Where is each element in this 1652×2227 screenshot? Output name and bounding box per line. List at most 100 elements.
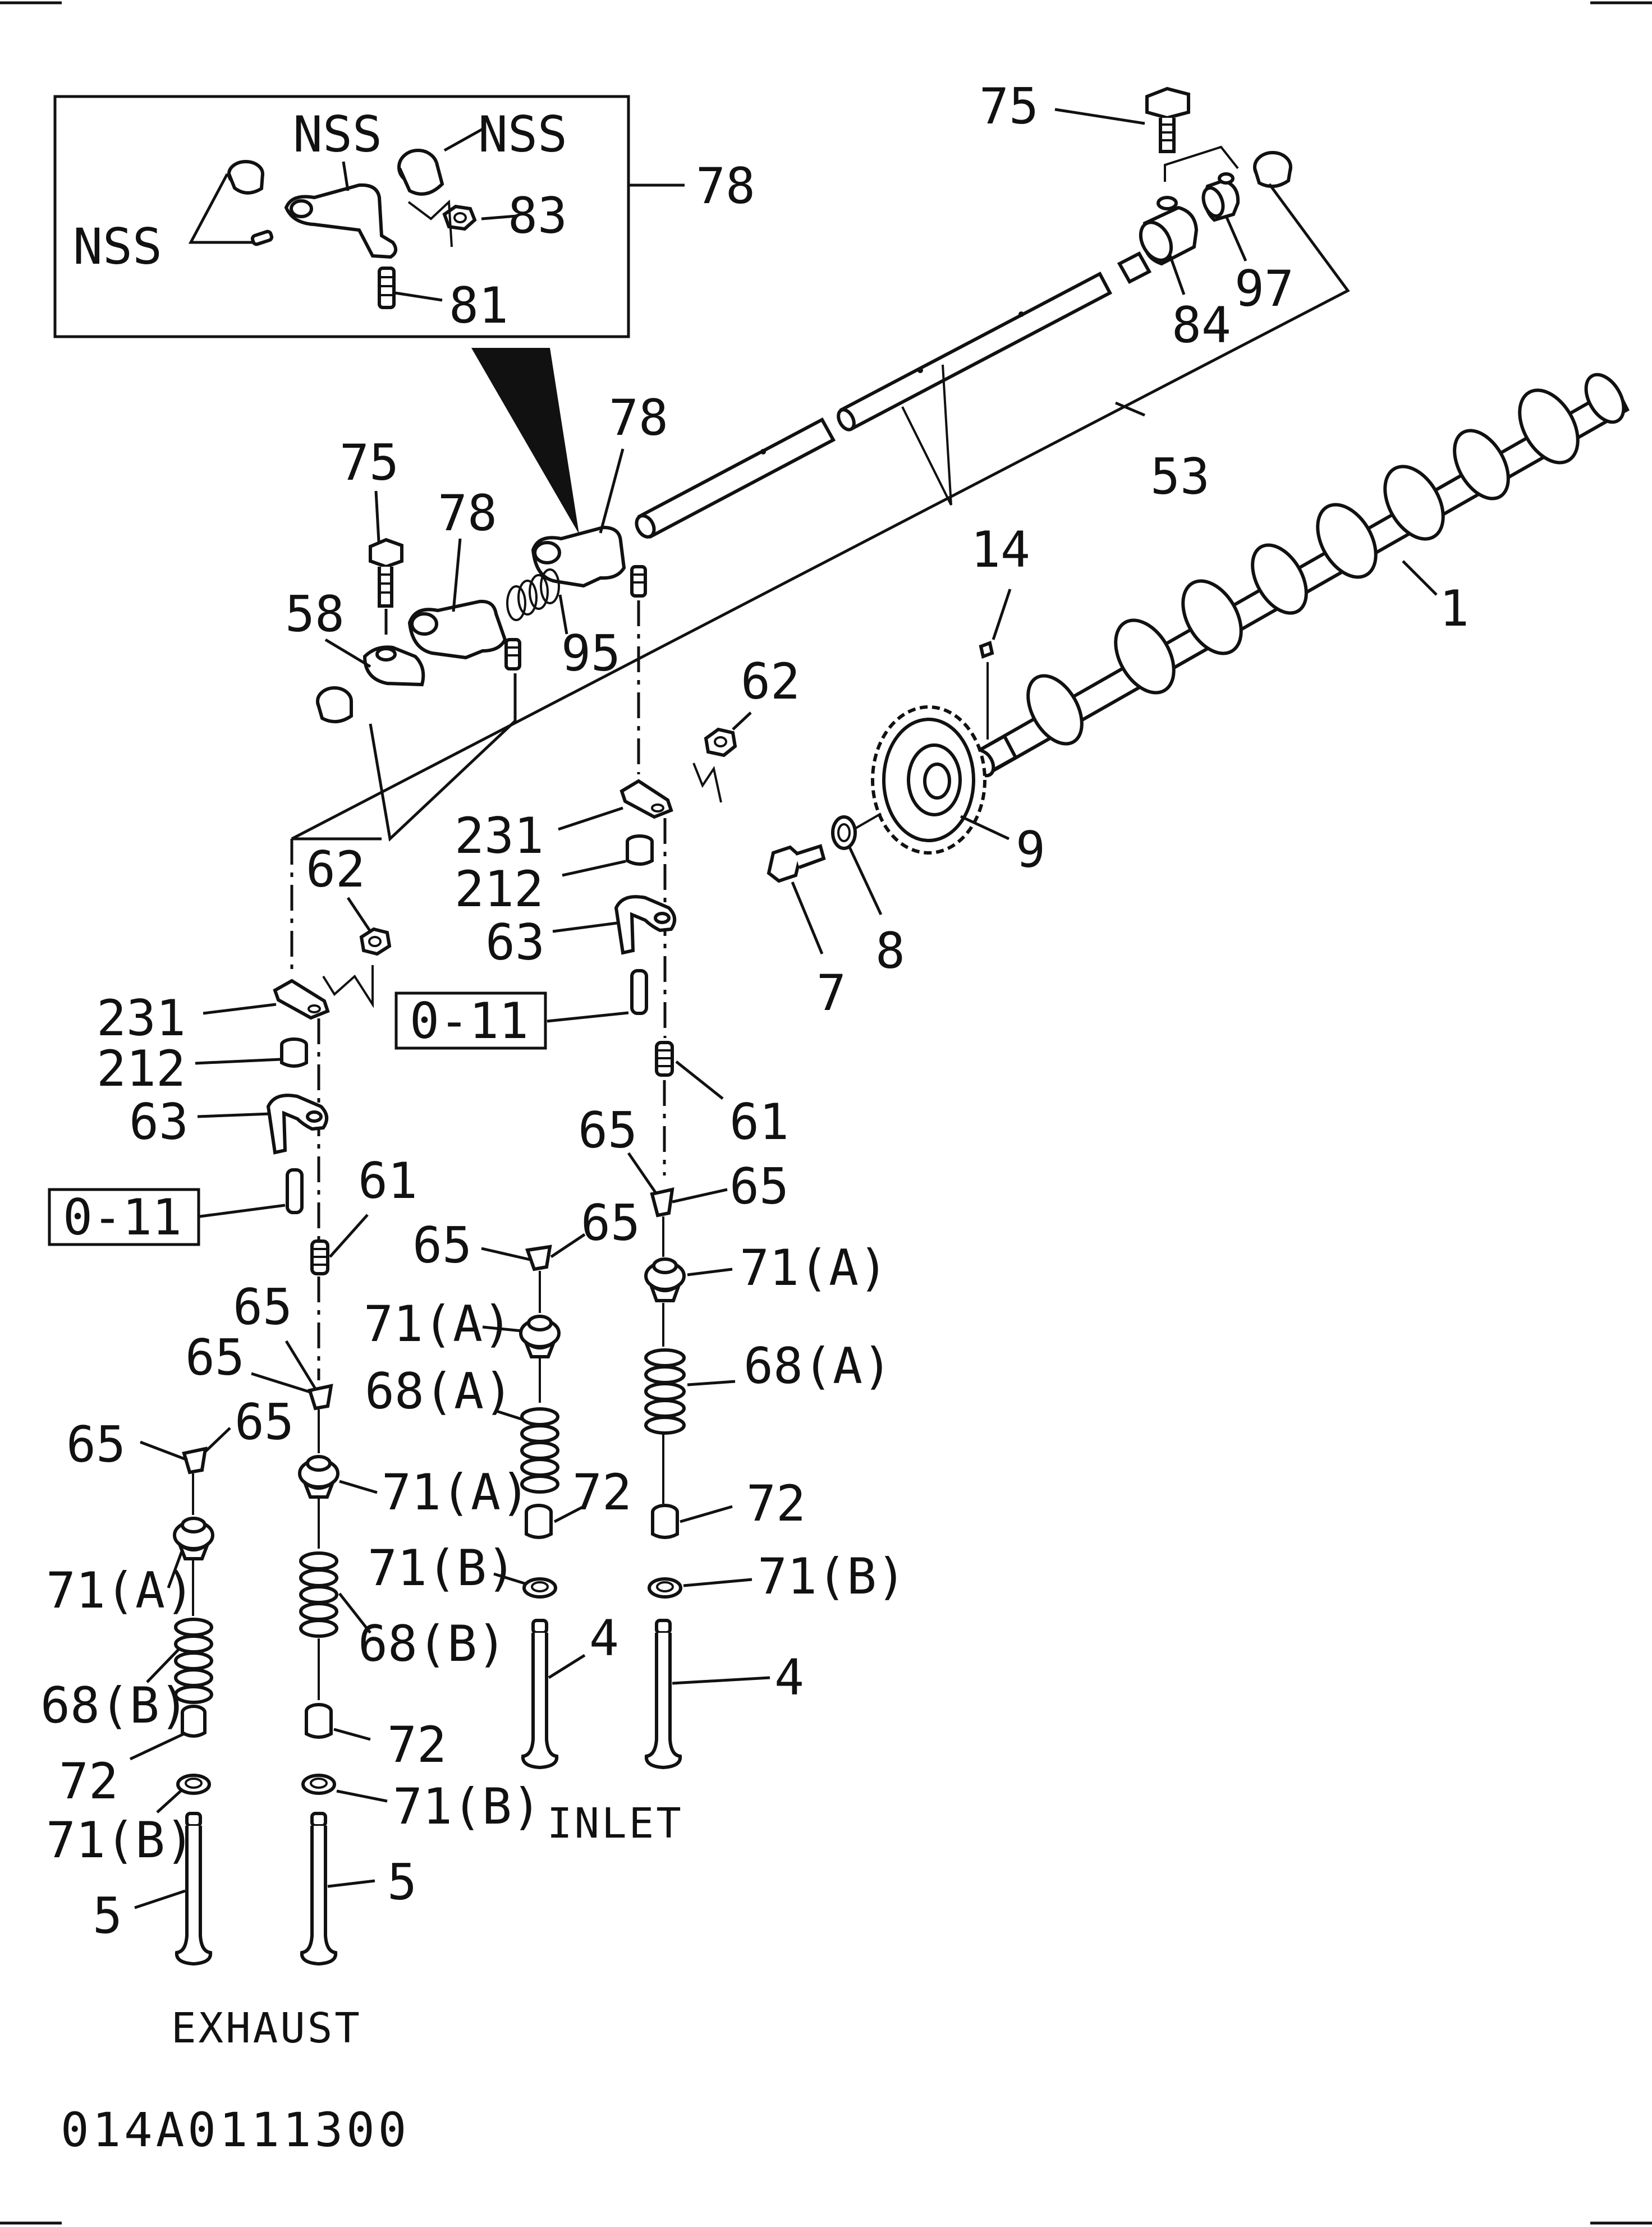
keeper-65-exhaust-l-part [182, 1447, 208, 1475]
label-exhaust: EXHAUST [171, 2004, 362, 2052]
label-231-inlet: 231 [455, 807, 544, 865]
label-nss-collar: NSS [73, 218, 162, 275]
inset-pointer-wedge [471, 348, 579, 534]
retainer-71a-inlet-l-part [519, 1315, 561, 1358]
label-63-exhaust: 63 [129, 1093, 189, 1151]
label-68a-inlet-r: 68(A) [744, 1337, 892, 1395]
label-65-exhaust-b: 65 [185, 1329, 245, 1386]
screw-61-inlet-part [655, 1041, 674, 1077]
bolt-75-top-part [1145, 86, 1190, 153]
rocker-arm-78-upper-part [531, 525, 647, 598]
plug-lower-part [316, 686, 353, 723]
label-78-upper: 78 [609, 389, 668, 447]
bridge-63-exhaust-part [266, 1094, 328, 1155]
retainer-71a-inlet-r-part [644, 1257, 686, 1302]
spring-68b-exhaust-l-part [174, 1618, 213, 1704]
label-nss-arm: NSS [293, 105, 382, 163]
collar-97-part [1201, 172, 1240, 222]
leader-53 [1115, 401, 1145, 417]
label-14: 14 [971, 521, 1030, 578]
label-1: 1 [1439, 580, 1469, 637]
label-71b-exhaust-r: 71(B) [393, 1778, 542, 1835]
label-212-inlet: 212 [455, 860, 544, 918]
nss-bushing-part [397, 149, 444, 196]
nut-83-part [442, 204, 477, 231]
leader-1 [1402, 560, 1438, 596]
keeper-65-exhaust-r-part [308, 1384, 333, 1411]
rocker-shaft-53 [635, 251, 1152, 539]
valve-4-inlet-l-part [521, 1619, 559, 1770]
screw-61-exhaust-part [310, 1239, 329, 1275]
label-58: 58 [285, 585, 345, 643]
label-53: 53 [1150, 448, 1210, 506]
ref-exhaust-text: 0-11 [63, 1188, 182, 1246]
washer-8-part [831, 815, 857, 850]
spring-68b-exhaust-r-part [299, 1551, 338, 1638]
label-65-inlet-a: 65 [578, 1101, 637, 1159]
label-71a-inlet-r: 71(A) [740, 1239, 888, 1297]
label-65-inlet-b: 65 [729, 1158, 789, 1215]
bracket-84-part [1139, 196, 1199, 266]
label-71a-inlet-l: 71(A) [364, 1295, 512, 1353]
label-71a-exhaust-l: 71(A) [46, 1562, 195, 1619]
retainer-71a-exhaust-r-part [298, 1455, 339, 1499]
camshaft-1-part [971, 373, 1630, 778]
seal-72-inlet-l-part [525, 1504, 553, 1539]
ref-inlet-text: 0-11 [410, 992, 529, 1050]
label-72-exhaust-l: 72 [59, 1752, 118, 1810]
label-78-inset: 78 [696, 157, 755, 215]
bolt-75-mid-part [369, 538, 403, 608]
nss-collar-part [227, 160, 264, 195]
label-68a-inlet-l: 68(A) [365, 1362, 513, 1420]
retainer-71b-inlet-r-part [648, 1577, 682, 1599]
label-63-inlet: 63 [485, 913, 545, 971]
valve-4-inlet-r-part [644, 1619, 682, 1770]
plate-231-exhaust-part [273, 979, 330, 1020]
inset-rocker-arm-assembly: NSS NSS NSS 83 81 78 [53, 95, 755, 534]
label-231-exhaust: 231 [97, 989, 186, 1047]
label-8: 8 [875, 922, 905, 980]
seal-212-inlet-part [626, 834, 654, 866]
label-65-exhaust-c: 65 [66, 1416, 126, 1473]
label-83: 83 [508, 187, 567, 245]
retainer-71b-inlet-l-part [522, 1577, 557, 1599]
label-84: 84 [1172, 296, 1231, 354]
valve-5-exhaust-r-part [300, 1812, 338, 1966]
retainer-71b-exhaust-l-part [176, 1774, 211, 1795]
inset-rocker-arm-part [284, 183, 398, 259]
bolt-7-part [767, 844, 826, 883]
retainer-71b-exhaust-r-part [301, 1774, 336, 1795]
label-75-mid: 75 [339, 434, 399, 492]
label-7: 7 [816, 964, 846, 1022]
label-71b-inlet-l: 71(B) [368, 1539, 516, 1597]
label-72-exhaust-r: 72 [387, 1716, 447, 1774]
spring-95-part [506, 568, 560, 621]
ref-box-exhaust [48, 1188, 200, 1246]
label-71b-exhaust-l: 71(B) [46, 1811, 195, 1869]
ref-box-inlet [394, 991, 547, 1050]
rocker-arm-78-lower-part [407, 599, 521, 671]
label-61-inlet: 61 [729, 1093, 789, 1151]
label-65-exhaust-a: 65 [233, 1278, 292, 1336]
label-78-lower: 78 [438, 484, 497, 542]
pin-inlet-part [630, 969, 648, 1015]
label-71a-exhaust-r: 71(A) [382, 1463, 530, 1521]
seal-72-inlet-r-part [651, 1504, 679, 1539]
label-inlet: INLET [547, 1799, 683, 1848]
label-5-exhaust-l: 5 [93, 1887, 122, 1945]
label-72-inlet-l: 72 [572, 1463, 632, 1521]
group-line-53 [291, 183, 1350, 841]
label-62-exhaust: 62 [306, 841, 365, 898]
bridge-63-inlet-part [614, 895, 676, 955]
label-97: 97 [1235, 260, 1294, 318]
seal-72-exhaust-l-part [181, 1705, 206, 1738]
label-61-exhaust: 61 [358, 1152, 417, 1210]
adjusting-screw-81-part [378, 267, 396, 309]
label-75-top: 75 [979, 77, 1039, 135]
label-68b-exhaust-l: 68(B) [40, 1677, 189, 1734]
seal-212-exhaust-part [280, 1037, 308, 1068]
bracket-58-part [362, 645, 425, 687]
label-62-inlet: 62 [741, 653, 800, 710]
